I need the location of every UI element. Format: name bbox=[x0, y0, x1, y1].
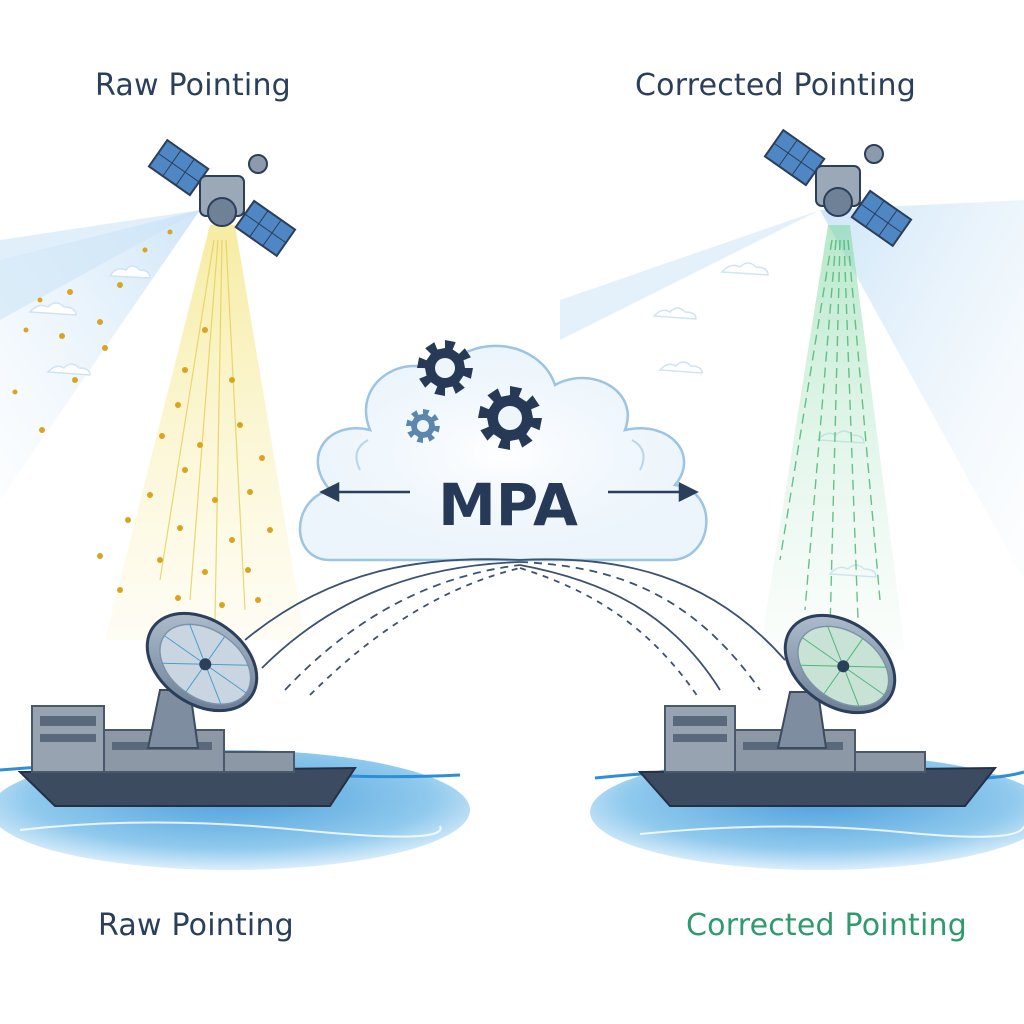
ship-right-icon bbox=[637, 705, 998, 807]
gear-icon bbox=[417, 340, 473, 396]
raw-pointing-scatter-dots bbox=[12, 229, 273, 608]
raw-pointing-top-label: Raw Pointing bbox=[95, 68, 291, 103]
corrected-pointing-bottom-label: Corrected Pointing bbox=[686, 908, 968, 943]
raw-pointing-bottom-label: Raw Pointing bbox=[98, 908, 294, 943]
gear-icon bbox=[406, 409, 440, 443]
corrected-pointing-beam bbox=[760, 225, 905, 650]
mpa-title: MPA bbox=[438, 471, 578, 539]
double-arrow-icon bbox=[319, 481, 699, 503]
sky-wash-left bbox=[0, 210, 200, 500]
gear-icon bbox=[478, 386, 542, 450]
corrected-pointing-top-label: Corrected Pointing bbox=[635, 68, 917, 103]
sky-wash-right bbox=[560, 200, 1024, 580]
link-curves bbox=[244, 558, 786, 701]
satellite-left-icon bbox=[147, 138, 297, 258]
raw-pointing-beam bbox=[105, 225, 305, 640]
antenna-dish-right-icon bbox=[776, 613, 897, 749]
antenna-dish-left-icon bbox=[145, 611, 259, 749]
satellite-right-icon bbox=[763, 128, 913, 248]
gear-icon bbox=[406, 340, 542, 450]
ship-left-icon bbox=[17, 705, 357, 807]
mpa-cloud-icon bbox=[298, 344, 708, 562]
